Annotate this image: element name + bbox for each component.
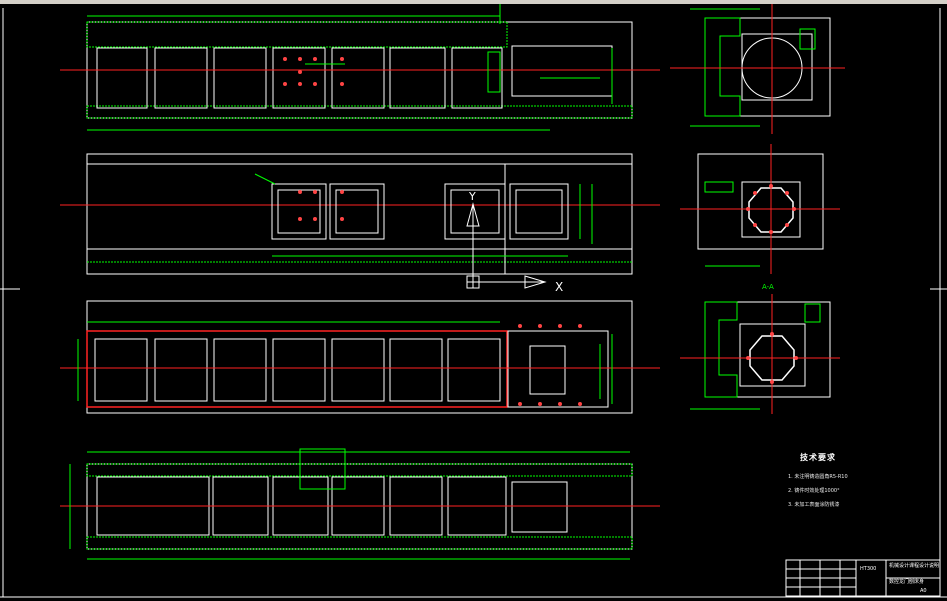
title-block-drawing-name: 数控龙门刨床身	[889, 579, 925, 585]
side-section-view	[60, 448, 660, 560]
technical-requirements-title: 技术要求	[800, 453, 836, 462]
title-block-project: 机械设计课程设计说明	[889, 563, 940, 569]
window-top-bar	[0, 0, 947, 4]
end-view	[680, 144, 840, 274]
title-block	[785, 559, 941, 597]
front-section-view	[60, 4, 660, 131]
requirement-item: 1. 未注明铸造圆角R5-R10	[788, 474, 848, 480]
requirement-item: 3. 未加工表面涂防锈漆	[788, 502, 840, 508]
technical-requirements: 技术要求 1. 未注明铸造圆角R5-R10 2. 铸件时效处理1000° 3. …	[786, 452, 926, 515]
axis-y-label: Y	[468, 190, 476, 203]
cad-drawing-canvas: Y X	[0, 4, 947, 598]
axis-x-label: X	[555, 280, 563, 294]
plan-view	[60, 300, 660, 414]
ucs-axis-icon	[466, 202, 547, 289]
sheet-border	[0, 8, 947, 598]
top-view: Y X	[60, 153, 660, 294]
aa-section-view	[680, 294, 840, 414]
requirement-item: 2. 铸件时效处理1000°	[788, 488, 840, 494]
end-section-view	[670, 4, 845, 134]
section-label: A-A	[762, 283, 774, 291]
title-block-material: HT300	[860, 566, 877, 572]
title-block-sheet: A0	[920, 588, 927, 594]
